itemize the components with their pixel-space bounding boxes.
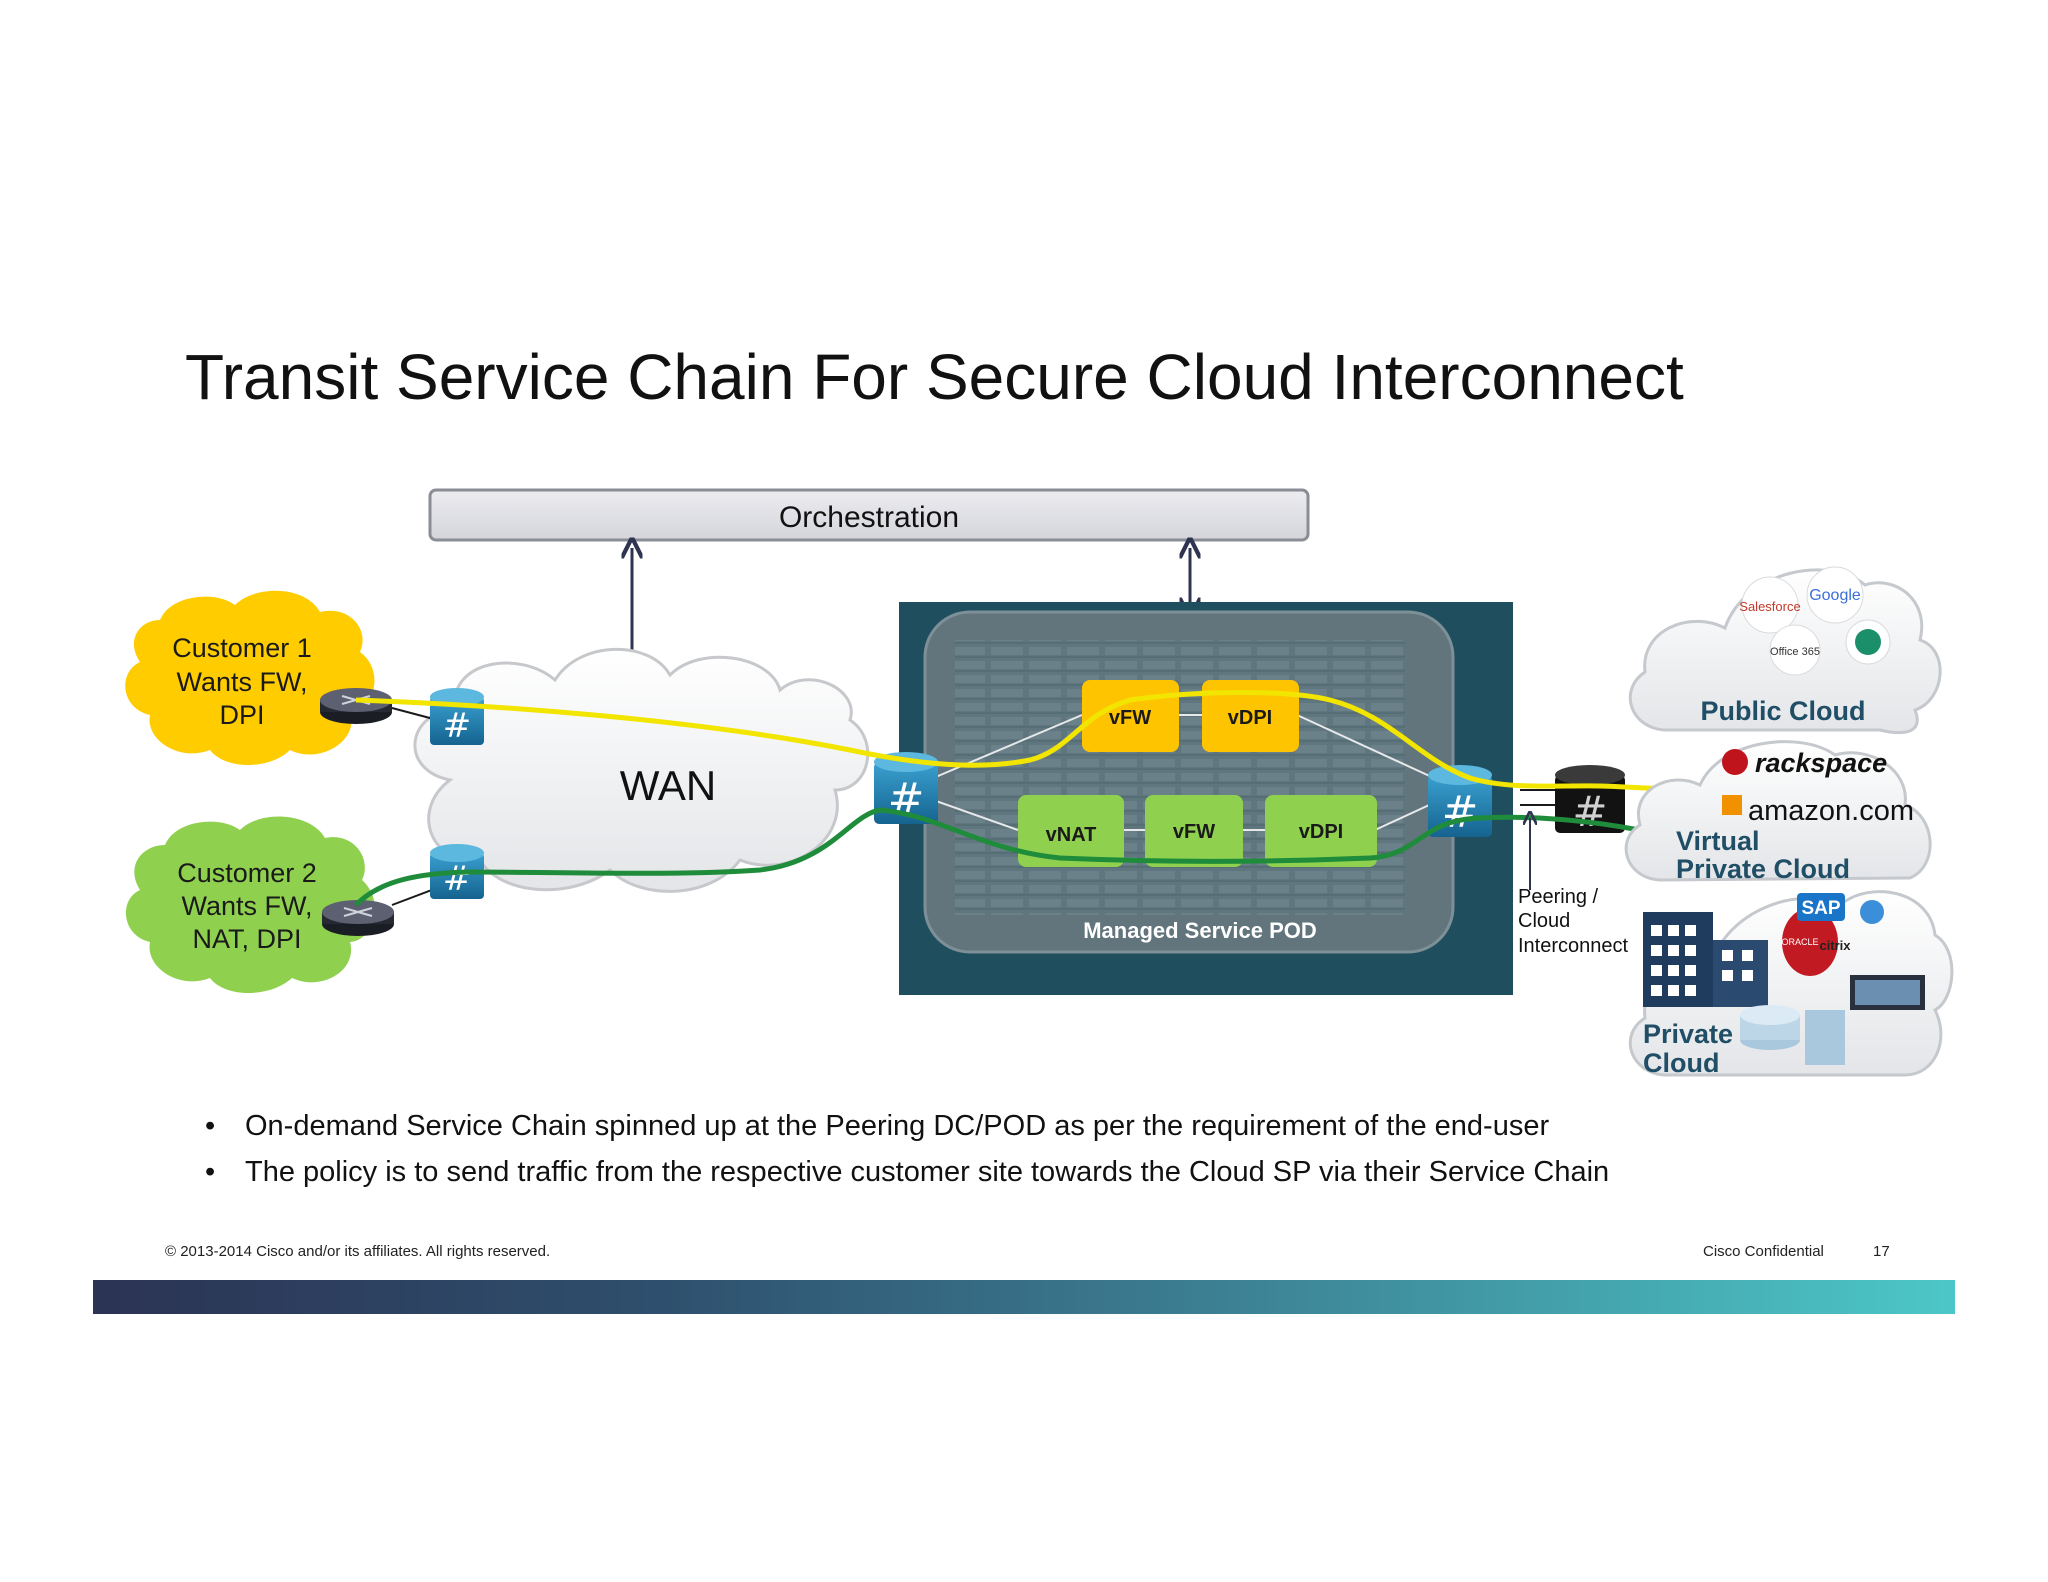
svg-text:Cloud: Cloud	[1518, 910, 1570, 932]
vnf-vnat-chain2: vNAT	[1018, 795, 1124, 867]
vnf-vdpi-chain2: vDPI	[1265, 795, 1377, 867]
orchestration-bar: Orchestration	[428, 488, 1310, 542]
sap-logo: SAP	[1801, 898, 1840, 919]
svg-text:Wants FW,: Wants FW,	[181, 891, 312, 921]
bullet-item: •On-demand Service Chain spinned up at t…	[205, 1110, 1550, 1142]
monitor-icon	[1850, 975, 1925, 1010]
svg-text:Customer 1: Customer 1	[172, 633, 312, 663]
building-icon	[1643, 912, 1768, 1007]
svg-text:#: #	[1442, 787, 1479, 838]
public-cloud: Salesforce Google Office 365 Public Clou…	[1628, 566, 1942, 735]
office365-logo: Office 365	[1770, 646, 1820, 658]
peering-label: Peering / Cloud Interconnect	[1518, 886, 1629, 957]
svg-text:Virtual: Virtual	[1676, 826, 1760, 856]
copyright-text: © 2013-2014 Cisco and/or its affiliates.…	[165, 1243, 551, 1260]
aws-icon	[1722, 795, 1742, 815]
svg-text:Private Cloud: Private Cloud	[1676, 854, 1850, 884]
customer2-site: Customer 2 Wants FW, NAT, DPI	[125, 816, 375, 993]
svg-text:vFW: vFW	[1173, 821, 1215, 843]
pod-label: Managed Service POD	[1083, 918, 1317, 943]
vnf-vfw-chain2: vFW	[1145, 795, 1243, 867]
svg-text:Peering /: Peering /	[1518, 886, 1598, 908]
storage-icon	[1740, 1005, 1845, 1065]
svg-text:#: #	[1572, 787, 1607, 836]
svg-text:vDPI: vDPI	[1299, 821, 1343, 843]
salesforce-logo: Salesforce	[1739, 599, 1800, 614]
customer1-site: Customer 1 Wants FW, DPI	[125, 590, 375, 765]
citrix-logo: citrix	[1819, 938, 1851, 953]
svg-text:vDPI: vDPI	[1228, 707, 1272, 729]
bullet-list: •On-demand Service Chain spinned up at t…	[205, 1103, 1609, 1195]
page-number: 17	[1873, 1243, 1890, 1260]
customer1-traffic-path	[355, 690, 1681, 792]
rackspace-icon	[1722, 749, 1748, 775]
svg-text:DPI: DPI	[219, 700, 264, 730]
private-cloud: ORACLE citrix SAP Private Cloud	[1628, 890, 1954, 1078]
svg-text:Private: Private	[1643, 1019, 1733, 1049]
svg-text:vNAT: vNAT	[1046, 824, 1097, 846]
google-logo: Google	[1809, 587, 1861, 604]
oracle-logo: ORACLE	[1781, 937, 1818, 947]
amazon-logo: amazon.com	[1748, 795, 1914, 827]
svg-text:Customer 2: Customer 2	[177, 858, 317, 888]
svg-text:Interconnect: Interconnect	[1518, 935, 1629, 957]
svg-text:NAT, DPI: NAT, DPI	[192, 924, 301, 954]
wan-label: WAN	[620, 762, 716, 809]
svg-text:#: #	[443, 706, 472, 746]
rackspace-logo: rackspace	[1755, 748, 1887, 778]
bullet-item: •The policy is to send traffic from the …	[205, 1156, 1610, 1188]
pe-router-2: #	[430, 844, 484, 899]
orchestration-label: Orchestration	[779, 501, 959, 534]
footer-gradient-bar	[93, 1280, 1955, 1314]
svg-text:Public Cloud: Public Cloud	[1701, 696, 1866, 726]
customer2-router	[322, 900, 394, 936]
virtual-private-cloud: rackspace amazon.com Virtual Private Clo…	[1624, 740, 1932, 884]
pod-ingress-router: #	[874, 752, 938, 825]
svg-text:vFW: vFW	[1109, 707, 1151, 729]
svg-text:#: #	[443, 859, 472, 899]
confidential-label: Cisco Confidential	[1703, 1243, 1824, 1260]
svg-text:Cloud: Cloud	[1643, 1048, 1719, 1078]
oracle-logo-shape	[1782, 908, 1838, 976]
slide-title: Transit Service Chain For Secure Cloud I…	[185, 341, 1684, 413]
sap-logo-shape	[1797, 893, 1845, 921]
app-icon	[1860, 900, 1884, 924]
globe-icon	[1855, 629, 1881, 655]
pe-router-1: #	[430, 688, 484, 746]
customer1-router	[320, 688, 392, 724]
svg-text:Wants FW,: Wants FW,	[176, 667, 307, 697]
vnf-vdpi-chain1: vDPI	[1202, 680, 1299, 752]
